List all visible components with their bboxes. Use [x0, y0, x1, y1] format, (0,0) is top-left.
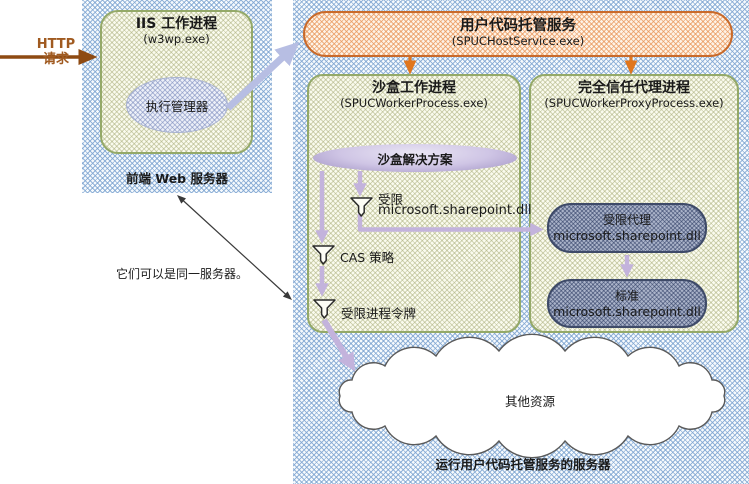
sandbox-worker-process-box: 沙盒工作进程 (SPUCWorkerProcess.exe): [307, 74, 521, 333]
execution-manager-ellipse: 执行管理器: [126, 77, 228, 133]
same-server-double-arrow: [177, 195, 292, 300]
http-request-line1: HTTP: [36, 37, 76, 52]
iis-box-title: IIS 工作进程: [135, 16, 218, 32]
restricted-proxy-label: 受限代理: [602, 213, 651, 227]
execution-manager-label: 执行管理器: [145, 98, 209, 114]
restricted-label: 受限: [378, 192, 404, 207]
standard-dll-label: microsoft.sharepoint.dll: [553, 303, 701, 319]
http-request-label: HTTP 请求: [28, 37, 84, 67]
standard-label: 标准: [614, 288, 639, 303]
frontend-server-caption: 前端 Web 服务器: [126, 171, 228, 186]
restricted-proxy-dll-label: microsoft.sharepoint.dll: [553, 228, 701, 243]
user-code-host-service-box: 用户代码托管服务 (SPUCHostService.exe): [303, 11, 733, 57]
process-token-label: 受限进程令牌: [341, 306, 417, 321]
http-request-line2: 请求: [42, 52, 69, 67]
same-server-note: 它们可以是同一服务器。: [116, 267, 249, 281]
proxy-process-title: 完全信任代理进程: [578, 80, 690, 96]
standard-dll-box: 标准 microsoft.sharepoint.dll: [547, 279, 707, 328]
cas-policy-label: CAS 策略: [340, 250, 395, 265]
host-service-subtitle: (SPUCHostService.exe): [451, 34, 585, 48]
sandboxed-solutions-label: 沙盒解决方案: [377, 151, 453, 167]
restricted-dll-label: microsoft.sharepoint.dll: [378, 203, 532, 218]
hosted-service-server-caption: 运行用户代码托管服务的服务器: [435, 457, 611, 472]
restricted-proxy-dll-box: 受限代理 microsoft.sharepoint.dll: [547, 203, 707, 253]
proxy-process-subtitle: (SPUCWorkerProxyProcess.exe): [544, 96, 724, 110]
sandbox-worker-title: 沙盒工作进程: [372, 80, 456, 96]
other-resources-label: 其他资源: [504, 394, 555, 409]
sandbox-worker-subtitle: (SPUCWorkerProcess.exe): [340, 96, 488, 110]
host-service-title: 用户代码托管服务: [460, 18, 576, 34]
iis-box-subtitle: (w3wp.exe): [143, 32, 210, 46]
sandboxed-solutions-ellipse: 沙盒解决方案: [313, 144, 517, 172]
